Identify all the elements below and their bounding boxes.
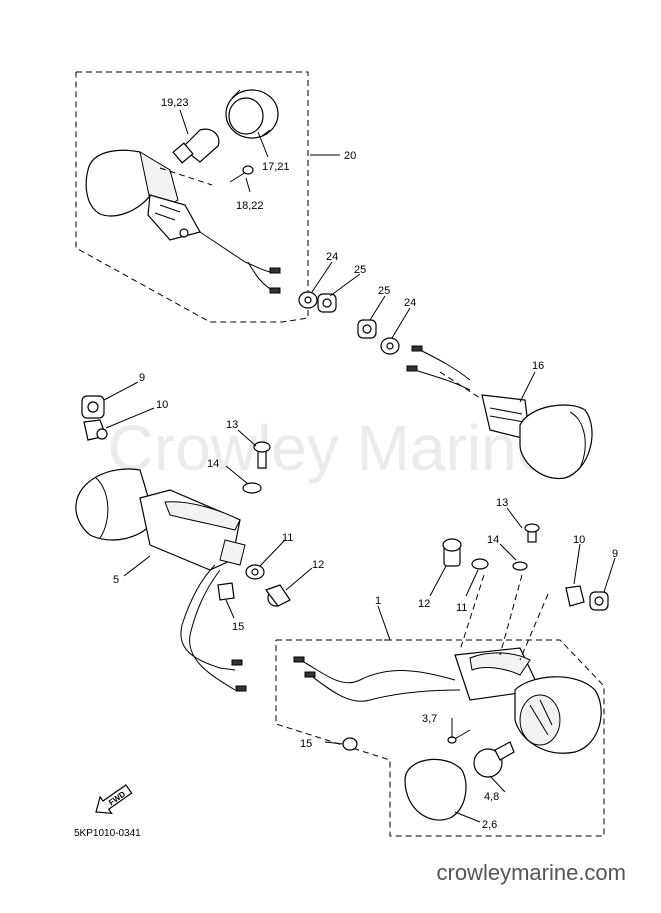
callout-label: 5	[113, 574, 119, 586]
fwd-arrow-icon: FWD	[95, 784, 133, 815]
lens-part	[225, 89, 279, 139]
diagram-code: 5KP1010-0341	[74, 828, 141, 839]
callout-label: 24	[404, 297, 416, 309]
callout-label: 24	[326, 251, 338, 263]
footer-url: crowleymarine.com	[437, 860, 627, 885]
callout-label: 1	[375, 595, 381, 607]
callout-label: 13	[496, 497, 508, 509]
flasher-light-left-5	[75, 468, 247, 692]
callout-label: 14	[207, 458, 219, 470]
callout-label: 16	[532, 360, 544, 372]
flasher-light-right-1	[293, 647, 602, 754]
watermark-text: Crowley Marine	[108, 412, 553, 484]
callout-label: 25	[354, 264, 366, 276]
screw-part	[229, 165, 254, 183]
bolt-washer-parts-right	[442, 523, 609, 611]
nut-spacer-parts-left	[81, 395, 108, 441]
bulb-part	[172, 128, 220, 164]
callout-label: 19,23	[161, 97, 189, 109]
callout-label: 20	[344, 150, 356, 162]
callout-label: 9	[139, 372, 145, 384]
callout-label: 13	[226, 419, 238, 431]
callout-label: 3,7	[422, 713, 437, 725]
callout-label: 10	[156, 399, 168, 411]
rear-flasher-light-assembly	[85, 149, 281, 294]
callout-label: 18,22	[236, 200, 264, 212]
callout-label: 25	[378, 285, 390, 297]
callout-label: 9	[612, 548, 618, 560]
front-flasher-light-16	[406, 345, 593, 480]
callout-label: 15	[300, 738, 312, 750]
callout-label: 2,6	[482, 819, 497, 831]
leader-lines	[103, 109, 616, 823]
lens-and-bulb-parts	[342, 729, 515, 821]
callout-label: 15	[232, 621, 244, 633]
callout-label: 11	[282, 532, 293, 544]
callout-label: 12	[312, 559, 324, 571]
callout-label: 12	[418, 598, 430, 610]
callout-label: 10	[573, 534, 585, 546]
callout-label: 11	[456, 602, 467, 614]
callout-label: 14	[487, 534, 499, 546]
assembly-1-dashed-outline	[275, 639, 605, 837]
washer-spacer-parts	[298, 291, 400, 355]
bolt-washer-parts-left	[217, 441, 291, 607]
callout-label: 4,8	[484, 791, 499, 803]
assembly-20-dashed-outline	[75, 71, 309, 323]
callout-label: 17,21	[262, 161, 290, 173]
